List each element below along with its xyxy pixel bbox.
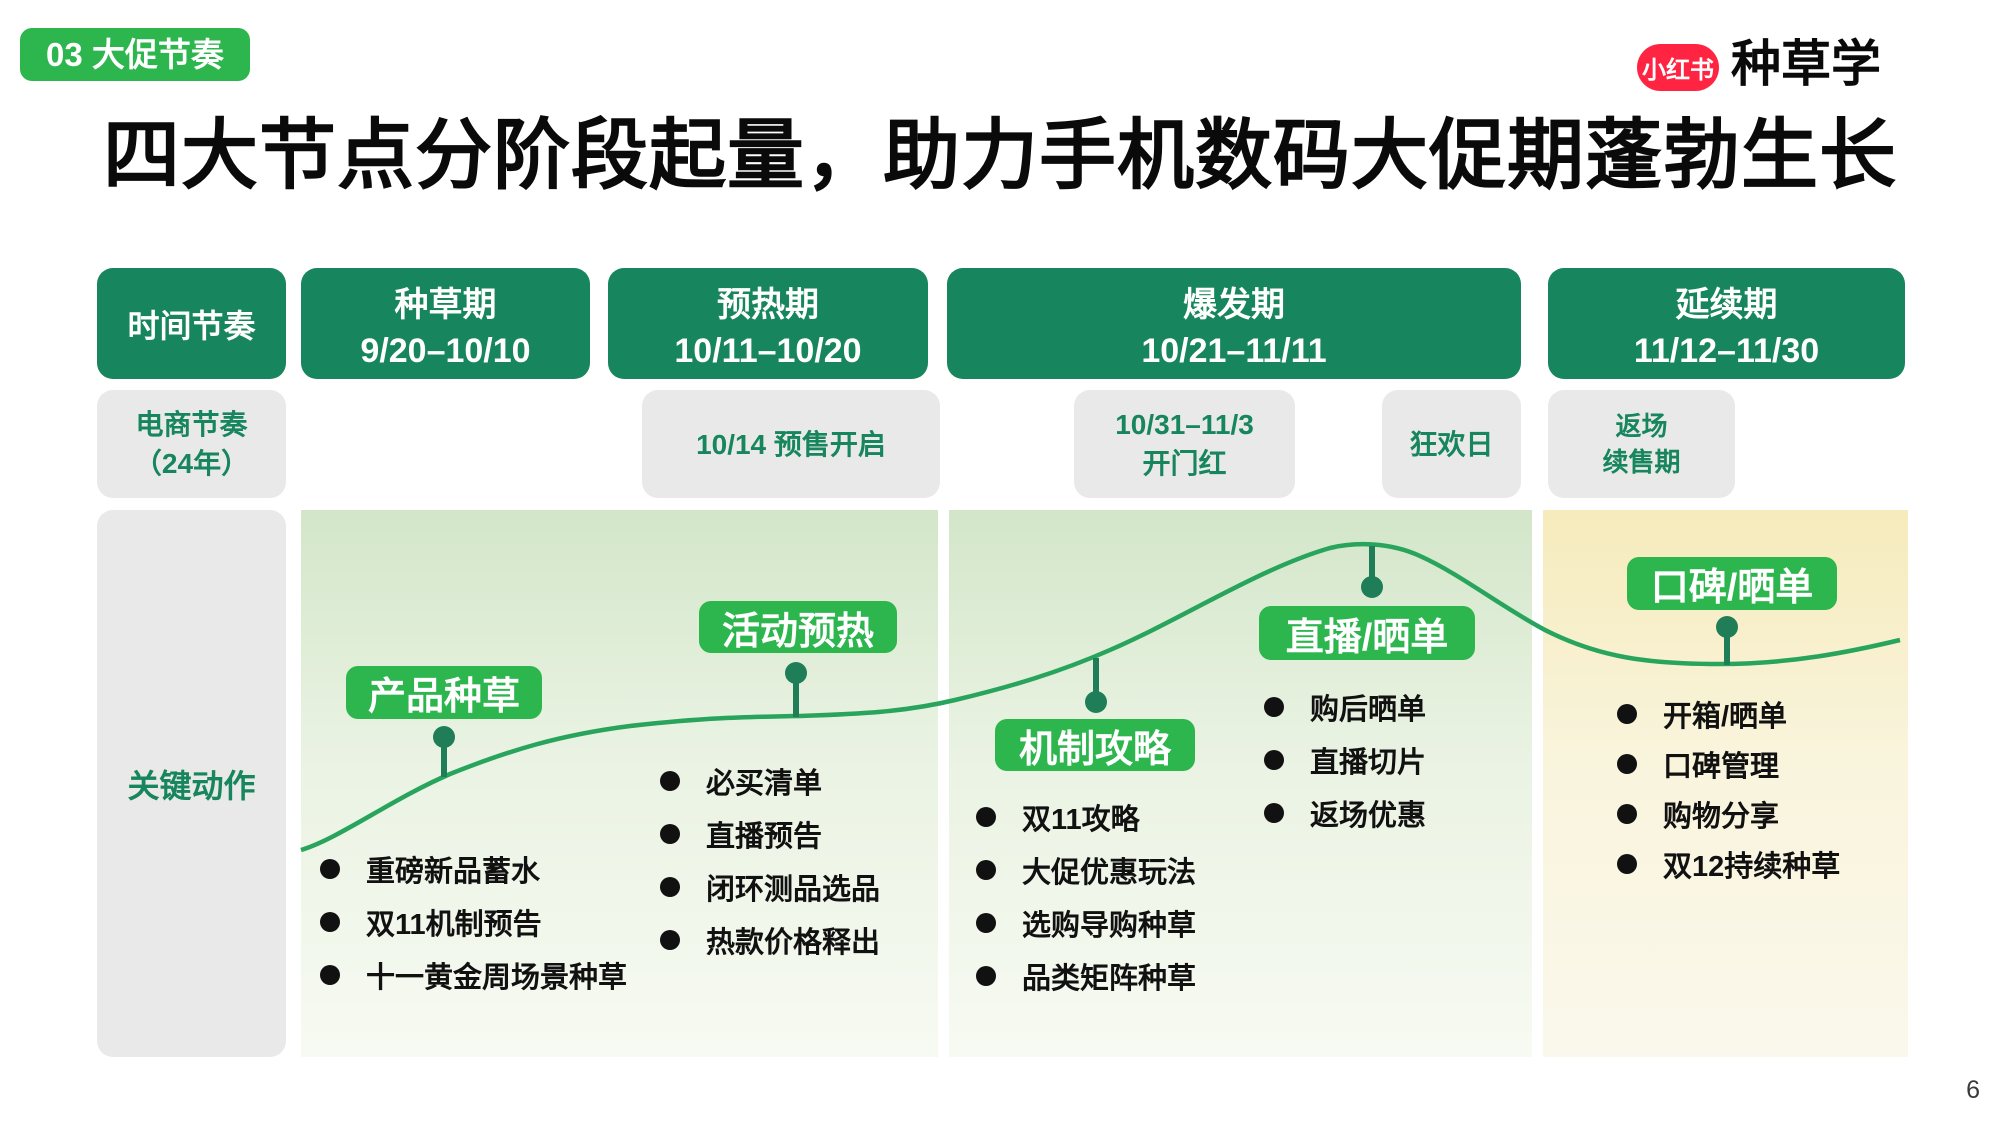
xiaohongshu-logo: 小红书 bbox=[1637, 44, 1719, 91]
phase-extension: 延续期 11/12–11/30 bbox=[1548, 268, 1905, 379]
event-text: 10/31–11/3 bbox=[1115, 409, 1254, 440]
list-item: 重磅新品蓄水 bbox=[320, 842, 627, 895]
bullet-icon bbox=[1264, 749, 1284, 770]
list-item: 大促优惠玩法 bbox=[976, 843, 1196, 896]
bullet-icon bbox=[976, 965, 996, 986]
list-campaign-preheat: 必买清单 直播预告 闭环测品选品 热款价格释出 bbox=[660, 754, 880, 966]
event-opening: 10/31–11/3 开门红 bbox=[1074, 390, 1295, 498]
list-item: 直播切片 bbox=[1264, 733, 1426, 786]
phase-name: 预热期 bbox=[717, 285, 819, 324]
event-carnival: 狂欢日 bbox=[1382, 390, 1521, 498]
row-label-ecommerce-line1: 电商节奏 bbox=[135, 409, 248, 440]
bullet-icon bbox=[1617, 754, 1637, 774]
bullet-icon bbox=[320, 964, 340, 985]
phase-dates: 9/20–10/10 bbox=[360, 331, 531, 370]
row-label-ecommerce-line2: （24年） bbox=[133, 448, 250, 479]
bullet-icon bbox=[320, 911, 340, 932]
event-text: 续售期 bbox=[1602, 447, 1681, 477]
badge-reputation-sharing: 口碑/晒单 bbox=[1627, 557, 1837, 610]
bullet-icon bbox=[1264, 802, 1284, 823]
list-product-seeding: 重磅新品蓄水 双11机制预告 十一黄金周场景种草 bbox=[320, 842, 627, 1001]
phase-dates: 10/11–10/20 bbox=[674, 331, 862, 370]
page-number: 6 bbox=[1966, 1076, 1980, 1104]
event-text: 10/14 预售开启 bbox=[696, 428, 886, 460]
bullet-icon bbox=[1617, 804, 1637, 824]
list-reputation-sharing: 开箱/晒单 口碑管理 购物分享 双12持续种草 bbox=[1617, 689, 1840, 889]
list-item: 闭环测品选品 bbox=[660, 860, 880, 913]
row-label-ecommerce: 电商节奏 （24年） bbox=[97, 390, 286, 498]
phase-burst: 爆发期 10/21–11/11 bbox=[947, 268, 1521, 379]
phase-dates: 10/21–11/11 bbox=[1141, 331, 1327, 370]
badge-live-sharing: 直播/晒单 bbox=[1259, 606, 1475, 660]
bullet-icon bbox=[1617, 854, 1637, 874]
list-item: 购物分享 bbox=[1617, 789, 1840, 839]
page-title: 四大节点分阶段起量，助力手机数码大促期蓬勃生长 bbox=[103, 113, 1897, 199]
event-return: 返场 续售期 bbox=[1548, 390, 1735, 498]
bullet-icon bbox=[660, 823, 680, 844]
list-item: 十一黄金周场景种草 bbox=[320, 948, 627, 1001]
bullet-icon bbox=[660, 770, 680, 791]
list-item: 双12持续种草 bbox=[1617, 839, 1840, 889]
phase-dates: 11/12–11/30 bbox=[1633, 331, 1820, 370]
bullet-icon bbox=[660, 876, 680, 897]
list-item: 购后晒单 bbox=[1264, 680, 1426, 733]
section-badge: 03 大促节奏 bbox=[20, 28, 250, 81]
event-text: 返场 bbox=[1615, 410, 1668, 441]
bullet-icon bbox=[976, 859, 996, 880]
row-label-time: 时间节奏 bbox=[97, 268, 286, 379]
event-presale: 10/14 预售开启 bbox=[642, 390, 940, 498]
list-item: 热款价格释出 bbox=[660, 913, 880, 966]
phase-name: 爆发期 bbox=[1183, 285, 1285, 324]
list-item: 双11机制预告 bbox=[320, 895, 627, 948]
list-item: 选购导购种草 bbox=[976, 896, 1196, 949]
bullet-icon bbox=[320, 858, 340, 879]
list-item: 直播预告 bbox=[660, 807, 880, 860]
list-item: 返场优惠 bbox=[1264, 786, 1426, 839]
list-item: 开箱/晒单 bbox=[1617, 689, 1840, 739]
list-item: 双11攻略 bbox=[976, 790, 1196, 843]
badge-mechanism-guide: 机制攻略 bbox=[995, 719, 1195, 771]
bullet-icon bbox=[976, 806, 996, 827]
list-live-sharing: 购后晒单 直播切片 返场优惠 bbox=[1264, 680, 1426, 839]
bullet-icon bbox=[1264, 696, 1284, 717]
phase-seeding: 种草期 9/20–10/10 bbox=[301, 268, 590, 379]
bullet-icon bbox=[1617, 704, 1637, 724]
event-text: 狂欢日 bbox=[1409, 428, 1494, 460]
row-label-actions: 关键动作 bbox=[97, 510, 286, 1057]
list-mechanism-guide: 双11攻略 大促优惠玩法 选购导购种草 品类矩阵种草 bbox=[976, 790, 1196, 1002]
list-item: 必买清单 bbox=[660, 754, 880, 807]
list-item: 口碑管理 bbox=[1617, 739, 1840, 789]
row-label-actions-text: 关键动作 bbox=[127, 767, 256, 804]
phase-name: 延续期 bbox=[1675, 285, 1778, 324]
badge-product-seeding: 产品种草 bbox=[346, 666, 542, 719]
brand-suffix: 种草学 bbox=[1731, 36, 1881, 92]
phase-preheat: 预热期 10/11–10/20 bbox=[608, 268, 928, 379]
event-text: 开门红 bbox=[1142, 448, 1227, 479]
bullet-icon bbox=[660, 929, 680, 950]
bullet-icon bbox=[976, 912, 996, 933]
list-item: 品类矩阵种草 bbox=[976, 949, 1196, 1002]
badge-campaign-preheat: 活动预热 bbox=[699, 601, 897, 653]
phase-name: 种草期 bbox=[394, 285, 497, 324]
row-label-time-text: 时间节奏 bbox=[127, 307, 256, 344]
